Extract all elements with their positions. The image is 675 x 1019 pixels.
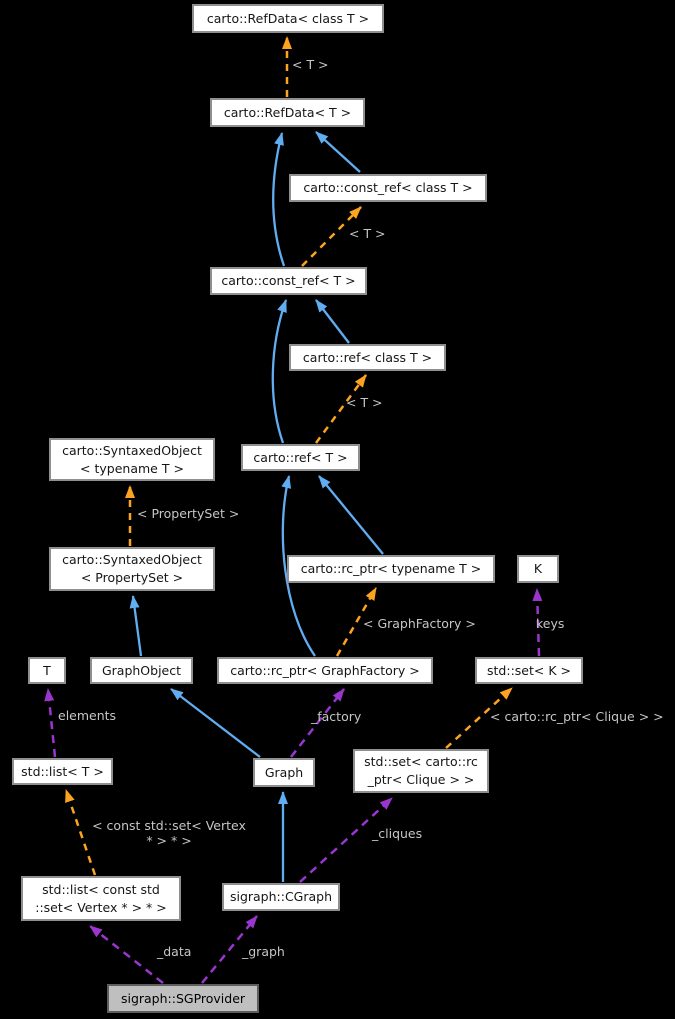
node-std-set-carto-rc-ptr-clique[interactable]: std::set< carto::rc _ptr< Clique > > <box>353 749 489 793</box>
edge-inherit-graph-to-graphobject <box>170 688 261 758</box>
edge-inherit-ref-classt-to-constref-t <box>315 299 350 344</box>
node-sigraph-sgprovider-current: sigraph::SGProvider <box>107 984 259 1013</box>
node-std-list-const-std-set-vertex[interactable]: std::list< const std ::set< Vertex * > *… <box>21 876 181 921</box>
edge-label-template-t-ref: < T > <box>346 395 383 410</box>
node-carto-const-ref-t[interactable]: carto::const_ref< T > <box>210 267 367 295</box>
edge-label-usage-cliques: _cliques <box>372 826 423 841</box>
edge-inherit-rcptr-typename-to-ref-t <box>318 475 384 555</box>
node-t[interactable]: T <box>28 657 66 684</box>
node-carto-rc-ptr-graphfactory[interactable]: carto::rc_ptr< GraphFactory > <box>217 657 433 684</box>
edge-template-rcptr-graphfactory-to-rcptr-typename <box>335 587 378 657</box>
node-graph[interactable]: Graph <box>253 758 315 787</box>
edge-label-template-t-refdata: < T > <box>292 57 329 72</box>
node-sigraph-cgraph[interactable]: sigraph::CGraph <box>222 883 340 911</box>
edge-usage-sgprovider-to-cgraph-graph <box>201 915 258 984</box>
edge-template-ref-t-to-ref-classt <box>314 374 368 444</box>
node-carto-refdata-t[interactable]: carto::RefData< T > <box>210 98 365 127</box>
edge-template-stdlist-vertex-to-stdlist-t <box>64 789 97 876</box>
edge-label-template-propertyset: < PropertySet > <box>137 506 240 521</box>
edge-label-usage-keys: keys <box>536 616 565 631</box>
node-carto-const-ref-class-t[interactable]: carto::const_ref< class T > <box>289 174 487 202</box>
edge-usage-sgprovider-to-stdlist-vertex-data <box>89 925 164 984</box>
node-carto-syntaxedobject-typename-t[interactable]: carto::SyntaxedObject < typename T > <box>49 438 215 481</box>
edge-usage-graph-to-rcptr-graphfactory-factory <box>290 688 345 758</box>
node-carto-ref-class-t[interactable]: carto::ref< class T > <box>289 344 446 371</box>
edge-inherit-ref-t-to-constref-t <box>271 299 288 444</box>
node-carto-refdata-class-t[interactable]: carto::RefData< class T > <box>192 4 384 33</box>
node-carto-ref-t[interactable]: carto::ref< T > <box>241 444 360 471</box>
node-graphobject[interactable]: GraphObject <box>90 657 193 684</box>
edge-inherit-graphobject-to-syntaxedobject <box>129 595 143 657</box>
edge-template-constref-t-to-constref-classt <box>301 206 362 267</box>
edge-label-usage-data: _data <box>157 944 192 959</box>
edge-inherit-rcptr-graphfactory-to-ref-t <box>281 475 316 657</box>
edge-template-stdset-clique-to-stdset-k <box>445 687 513 749</box>
node-k[interactable]: K <box>517 555 559 583</box>
edge-label-template-vertex: < const std::set< Vertex * > * > <box>92 818 246 848</box>
edge-label-usage-elements: elements <box>58 708 117 723</box>
edge-label-usage-graph: _graph <box>242 944 285 959</box>
node-carto-rc-ptr-typename-t[interactable]: carto::rc_ptr< typename T > <box>287 555 495 583</box>
edge-label-template-graphfactory: < GraphFactory > <box>363 616 476 631</box>
edge-label-template-clique: < carto::rc_ptr< Clique > > <box>490 709 664 724</box>
node-carto-syntaxedobject-propertyset[interactable]: carto::SyntaxedObject < PropertySet > <box>49 547 215 591</box>
edge-label-usage-factory: _factory <box>311 709 362 724</box>
edge-label-template-t-constref: < T > <box>349 226 386 241</box>
edge-usage-stdlist-t-to-t-elements <box>44 688 57 758</box>
edge-usage-cgraph-to-stdset-clique-cliques <box>299 797 393 883</box>
edge-inherit-constref-classt-to-refdata-t <box>315 131 361 173</box>
node-std-list-t[interactable]: std::list< T > <box>12 758 113 785</box>
edge-usage-stdset-k-to-k-keys <box>532 588 543 657</box>
node-std-set-k[interactable]: std::set< K > <box>475 657 583 684</box>
edge-inherit-constref-t-to-refdata-t <box>272 132 286 267</box>
